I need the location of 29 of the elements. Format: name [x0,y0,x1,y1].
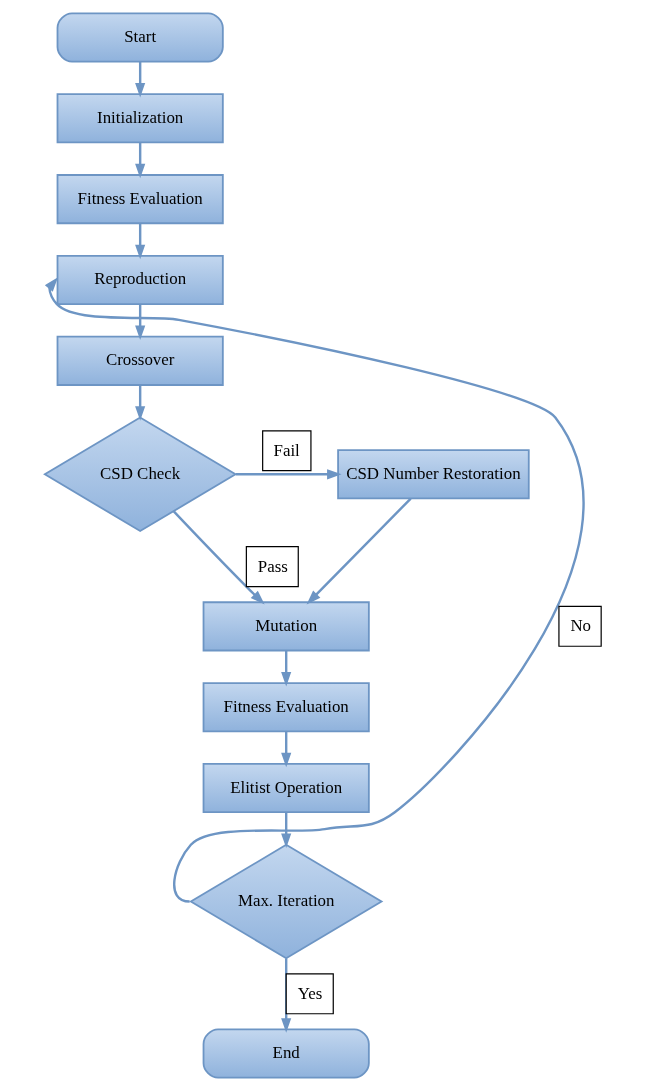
node-box: Reproduction [56,254,224,306]
arrow [135,223,146,260]
arrow [135,385,146,421]
node-box: Start [56,12,224,63]
arrow [135,61,146,98]
node-diamond: CSD Check [43,416,238,533]
arrow [135,142,146,179]
node-box: Elitist Operation [202,763,370,814]
arrow [135,304,146,341]
node-box: End [202,1028,370,1079]
arrow [281,812,292,848]
arrow [44,277,585,903]
arrow [281,958,292,1033]
node-box: Fitness Evaluation [56,174,224,225]
node-box: CSD Number Restoration [337,449,530,500]
node-box: Initialization [56,93,224,144]
node-box: Fitness Evaluation [202,682,370,733]
node-diamond: Max. Iteration [189,843,384,960]
arrow [281,731,292,768]
edge-label: Fail [273,440,300,460]
arrow [281,650,292,687]
arrow [235,469,342,480]
node-box: Crossover [56,335,224,386]
arrow [306,497,412,605]
node-box: Mutation [202,601,370,652]
edge-label: Yes [297,983,323,1003]
edge-label: No [570,616,592,636]
edge-label: Pass [257,556,288,576]
arrow [172,510,265,605]
